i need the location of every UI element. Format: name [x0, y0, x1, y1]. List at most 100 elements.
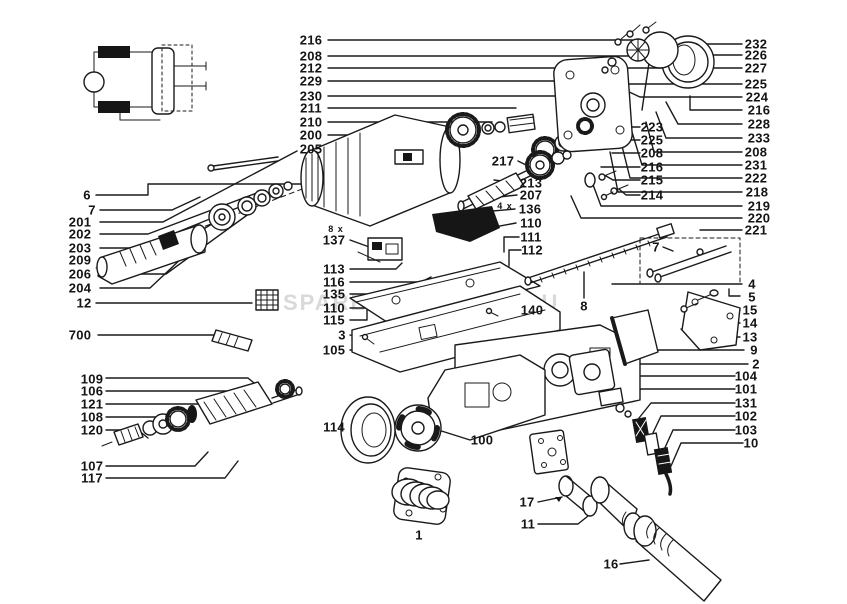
switch-cord-drawing [529, 348, 673, 496]
nozzle-drawing [633, 515, 722, 602]
part-label-116: 116 [323, 274, 345, 290]
part-label-201: 201 [68, 214, 92, 230]
part-label-8: 8 [580, 298, 588, 314]
part-label-111: 111 [520, 229, 542, 245]
part-label-16: 16 [603, 556, 619, 572]
part-label-210: 210 [299, 114, 323, 130]
wiring-schematic-drawing [83, 44, 207, 121]
part-label-200: 200 [299, 127, 323, 143]
part-label-214: 214 [640, 187, 664, 203]
part-label-205: 205 [299, 141, 323, 157]
part-label-136: 136 [518, 201, 542, 217]
part-label-120: 120 [80, 422, 104, 438]
part-label-4x: 4 x [497, 201, 513, 211]
armature-bottom-drawing [101, 379, 303, 447]
gear-housing-plate-drawing [553, 55, 633, 153]
part-label-13: 13 [742, 329, 758, 345]
part-label-5: 5 [748, 289, 756, 305]
part-label-208: 208 [640, 145, 664, 161]
part-label-222: 222 [744, 170, 768, 186]
armature-shaft-drawing [457, 150, 572, 212]
part-label-108: 108 [80, 409, 104, 425]
part-label-216: 216 [747, 102, 771, 118]
pin-box-drawing [639, 237, 741, 285]
part-label-218: 218 [745, 184, 769, 200]
part-label-207: 207 [519, 187, 543, 203]
part-label-225: 225 [744, 76, 768, 92]
part-label-106: 106 [80, 383, 104, 399]
part-label-202: 202 [68, 226, 92, 242]
part-label-105: 105 [322, 342, 346, 358]
part-label-216: 216 [640, 159, 664, 175]
part-label-1: 1 [415, 527, 423, 543]
part-label-203: 203 [68, 240, 92, 256]
side-cover-drawing [610, 289, 741, 366]
part-label-114: 114 [323, 419, 345, 435]
part-label-12: 12 [76, 295, 92, 311]
part-label-102: 102 [734, 408, 758, 424]
spindle-assembly-drawing [95, 156, 311, 352]
part-label-11: 11 [520, 516, 536, 532]
part-label-213: 213 [519, 175, 543, 191]
part-label-228: 228 [747, 116, 771, 132]
flange-spring-drawing [391, 467, 451, 525]
part-label-135: 135 [322, 286, 346, 302]
part-label-230: 230 [299, 88, 323, 104]
part-label-204: 204 [68, 280, 92, 296]
part-label-110: 110 [520, 215, 542, 231]
part-label-7: 7 [652, 239, 660, 255]
motor-body-drawing [300, 114, 461, 227]
part-label-232: 232 [744, 36, 768, 52]
part-label-229: 229 [299, 73, 323, 89]
part-label-101: 101 [734, 381, 758, 397]
part-label-103: 103 [734, 422, 758, 438]
part-label-206: 206 [68, 266, 92, 282]
part-label-115: 115 [323, 312, 345, 328]
top-right-cluster-drawing [601, 21, 715, 89]
part-label-226: 226 [744, 47, 768, 63]
part-label-700: 700 [68, 327, 92, 343]
part-label-7: 7 [88, 202, 96, 218]
part-label-3: 3 [338, 327, 346, 343]
part-label-109: 109 [80, 371, 104, 387]
part-label-14: 14 [742, 315, 758, 331]
part-label-10: 10 [743, 435, 759, 451]
part-label-231: 231 [744, 157, 768, 173]
part-label-113: 113 [323, 261, 345, 277]
part-label-217: 217 [491, 153, 515, 169]
part-label-224: 224 [745, 89, 769, 105]
part-label-220: 220 [747, 210, 771, 226]
part-label-215: 215 [640, 172, 664, 188]
part-label-216: 216 [299, 32, 323, 48]
part-label-140: 140 [520, 302, 544, 318]
part-label-131: 131 [734, 395, 758, 411]
part-label-8x: 8 x [328, 224, 344, 234]
part-label-227: 227 [744, 60, 768, 76]
part-label-15: 15 [742, 302, 758, 318]
part-label-221: 221 [744, 222, 768, 238]
part-label-233: 233 [747, 130, 771, 146]
part-label-17: 17 [519, 494, 535, 510]
part-label-209: 209 [68, 252, 92, 268]
part-label-110: 110 [323, 300, 345, 316]
part-label-208: 208 [299, 48, 323, 64]
part-label-4: 4 [748, 276, 756, 292]
part-label-225: 225 [640, 132, 664, 148]
part-label-107: 107 [80, 458, 104, 474]
part-label-6: 6 [83, 187, 91, 203]
misc-screws-drawing [361, 191, 614, 345]
part-label-208: 208 [744, 144, 768, 160]
part-label-117: 117 [81, 470, 103, 486]
part-label-104: 104 [734, 368, 758, 384]
part-label-137: 137 [322, 232, 346, 248]
field-and-cap-drawing [340, 396, 442, 464]
part-label-212: 212 [299, 60, 323, 76]
part-label-9: 9 [750, 342, 758, 358]
part-label-211: 211 [300, 100, 322, 116]
part-label-223: 223 [640, 119, 664, 135]
part-label-112: 112 [521, 242, 543, 258]
part-label-121: 121 [80, 396, 104, 412]
part-label-2: 2 [752, 356, 760, 372]
